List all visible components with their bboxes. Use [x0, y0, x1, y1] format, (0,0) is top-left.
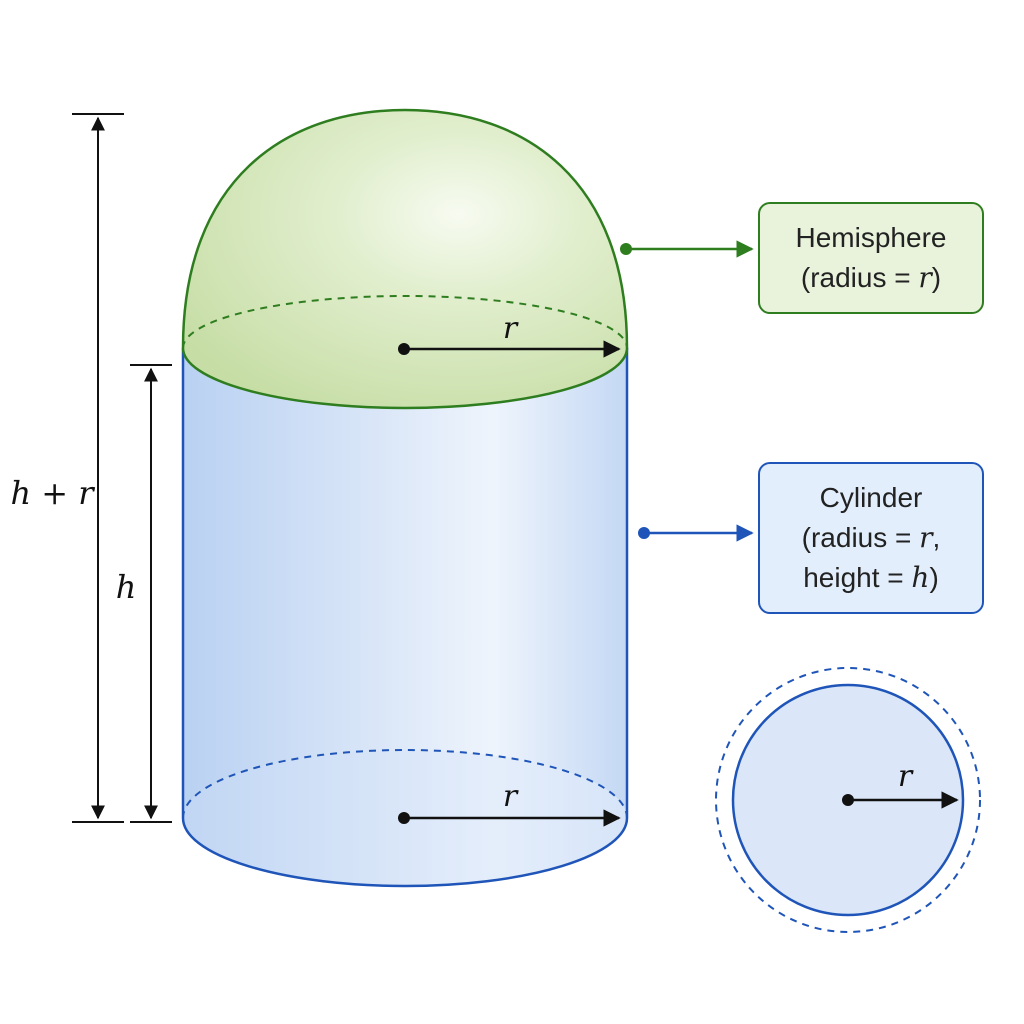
hemisphere-title: Hemisphere [795, 222, 947, 253]
cylinder-pointer [638, 524, 754, 542]
total-height-label: h + r [10, 474, 95, 512]
cylinder [181, 348, 629, 888]
bottom-radius-label: r [503, 779, 519, 814]
hemisphere-outline [181, 108, 629, 349]
top-radius: r [398, 311, 621, 358]
circular-cross-section: r [715, 667, 981, 933]
cylinder-detail1-prefix: (radius = [801, 522, 920, 553]
hemisphere [181, 108, 629, 410]
top-radius-label: r [503, 311, 519, 346]
cylinder-base-front-arc [181, 817, 629, 888]
cross-section-outer-dashed-circle [715, 667, 981, 933]
total-height-dimension: h + r [10, 113, 124, 823]
bottom-radius: r [398, 779, 621, 827]
hemisphere-detail: (radius = r) [801, 258, 941, 298]
hemisphere-base-back-arc [182, 295, 628, 349]
cylinder-detail1-var: r [919, 521, 933, 554]
cylinder-detail2-suffix: ) [929, 562, 939, 593]
cylinder-detail-radius: (radius = r, [802, 518, 941, 558]
cylinder-detail-height: height = h) [803, 558, 939, 598]
cylinder-title: Cylinder [819, 482, 923, 513]
cylinder-label-box: Cylinder (radius = r, height = h) [758, 462, 984, 614]
hemisphere-base-front-arc [181, 347, 629, 410]
cylinder-detail2-prefix: height = [803, 562, 912, 593]
cylinder-base-back-arc [182, 749, 628, 819]
hemisphere-detail-suffix: ) [931, 262, 942, 293]
cylinder-detail2-var: h [911, 561, 930, 594]
cylinder-height-dimension: h [116, 364, 172, 823]
cylinder-height-label: h [116, 568, 137, 606]
hemisphere-label-box: Hemisphere (radius = r) [758, 202, 984, 314]
hemisphere-detail-prefix: (radius = [800, 262, 919, 293]
hemisphere-detail-var: r [918, 261, 932, 294]
hemisphere-pointer [620, 240, 754, 258]
hemisphere-dome [183, 110, 627, 408]
cylinder-detail1-suffix: , [932, 522, 941, 553]
cylinder-body [183, 348, 627, 886]
cross-section-radius-label: r [898, 759, 914, 794]
